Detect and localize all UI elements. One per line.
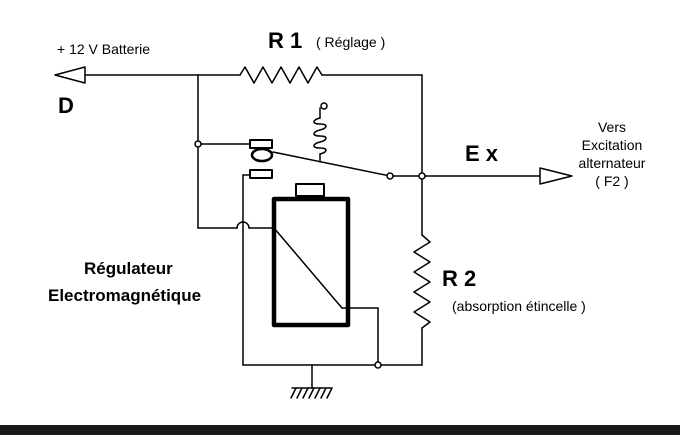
regulator-label-line2: Electromagnétique: [48, 286, 202, 305]
armature-block: [296, 184, 324, 196]
spring-anchor: [321, 103, 327, 109]
ex-arrow: [539, 167, 573, 185]
ex-terminal-label: E x: [465, 141, 499, 166]
junction-dot: [387, 173, 393, 179]
r1-resistor: [240, 67, 322, 83]
upper-contact-pad: [250, 140, 272, 148]
junction-dot: [419, 173, 425, 179]
excitation-line4: ( F2 ): [595, 173, 629, 189]
junction-dot: [195, 141, 201, 147]
junction-dot: [375, 362, 381, 368]
d-terminal-label: D: [58, 93, 74, 118]
lower-contact-pad: [250, 170, 272, 178]
spring: [314, 118, 326, 154]
excitation-line2: Excitation: [581, 137, 643, 153]
excitation-line3: alternateur: [578, 155, 646, 171]
excitation-label: Vers Excitation alternateur ( F2 ): [572, 118, 652, 190]
bottom-border: [0, 425, 680, 435]
battery-label: + 12 V Batterie: [57, 41, 151, 57]
coil-body: [274, 199, 348, 325]
regulator-label-line1: Régulateur: [84, 259, 173, 278]
contact-arm: [273, 152, 390, 176]
r2-note: (absorption étincelle ): [452, 298, 586, 314]
contact-ring: [250, 147, 274, 163]
excitation-line1: Vers: [597, 119, 626, 135]
r1-note: ( Réglage ): [316, 34, 386, 50]
coil-diagonal: [274, 228, 342, 308]
r2-resistor: [414, 235, 430, 328]
d-arrow: [54, 66, 86, 84]
r1-label: R 1: [268, 28, 303, 53]
r2-label: R 2: [442, 266, 477, 291]
